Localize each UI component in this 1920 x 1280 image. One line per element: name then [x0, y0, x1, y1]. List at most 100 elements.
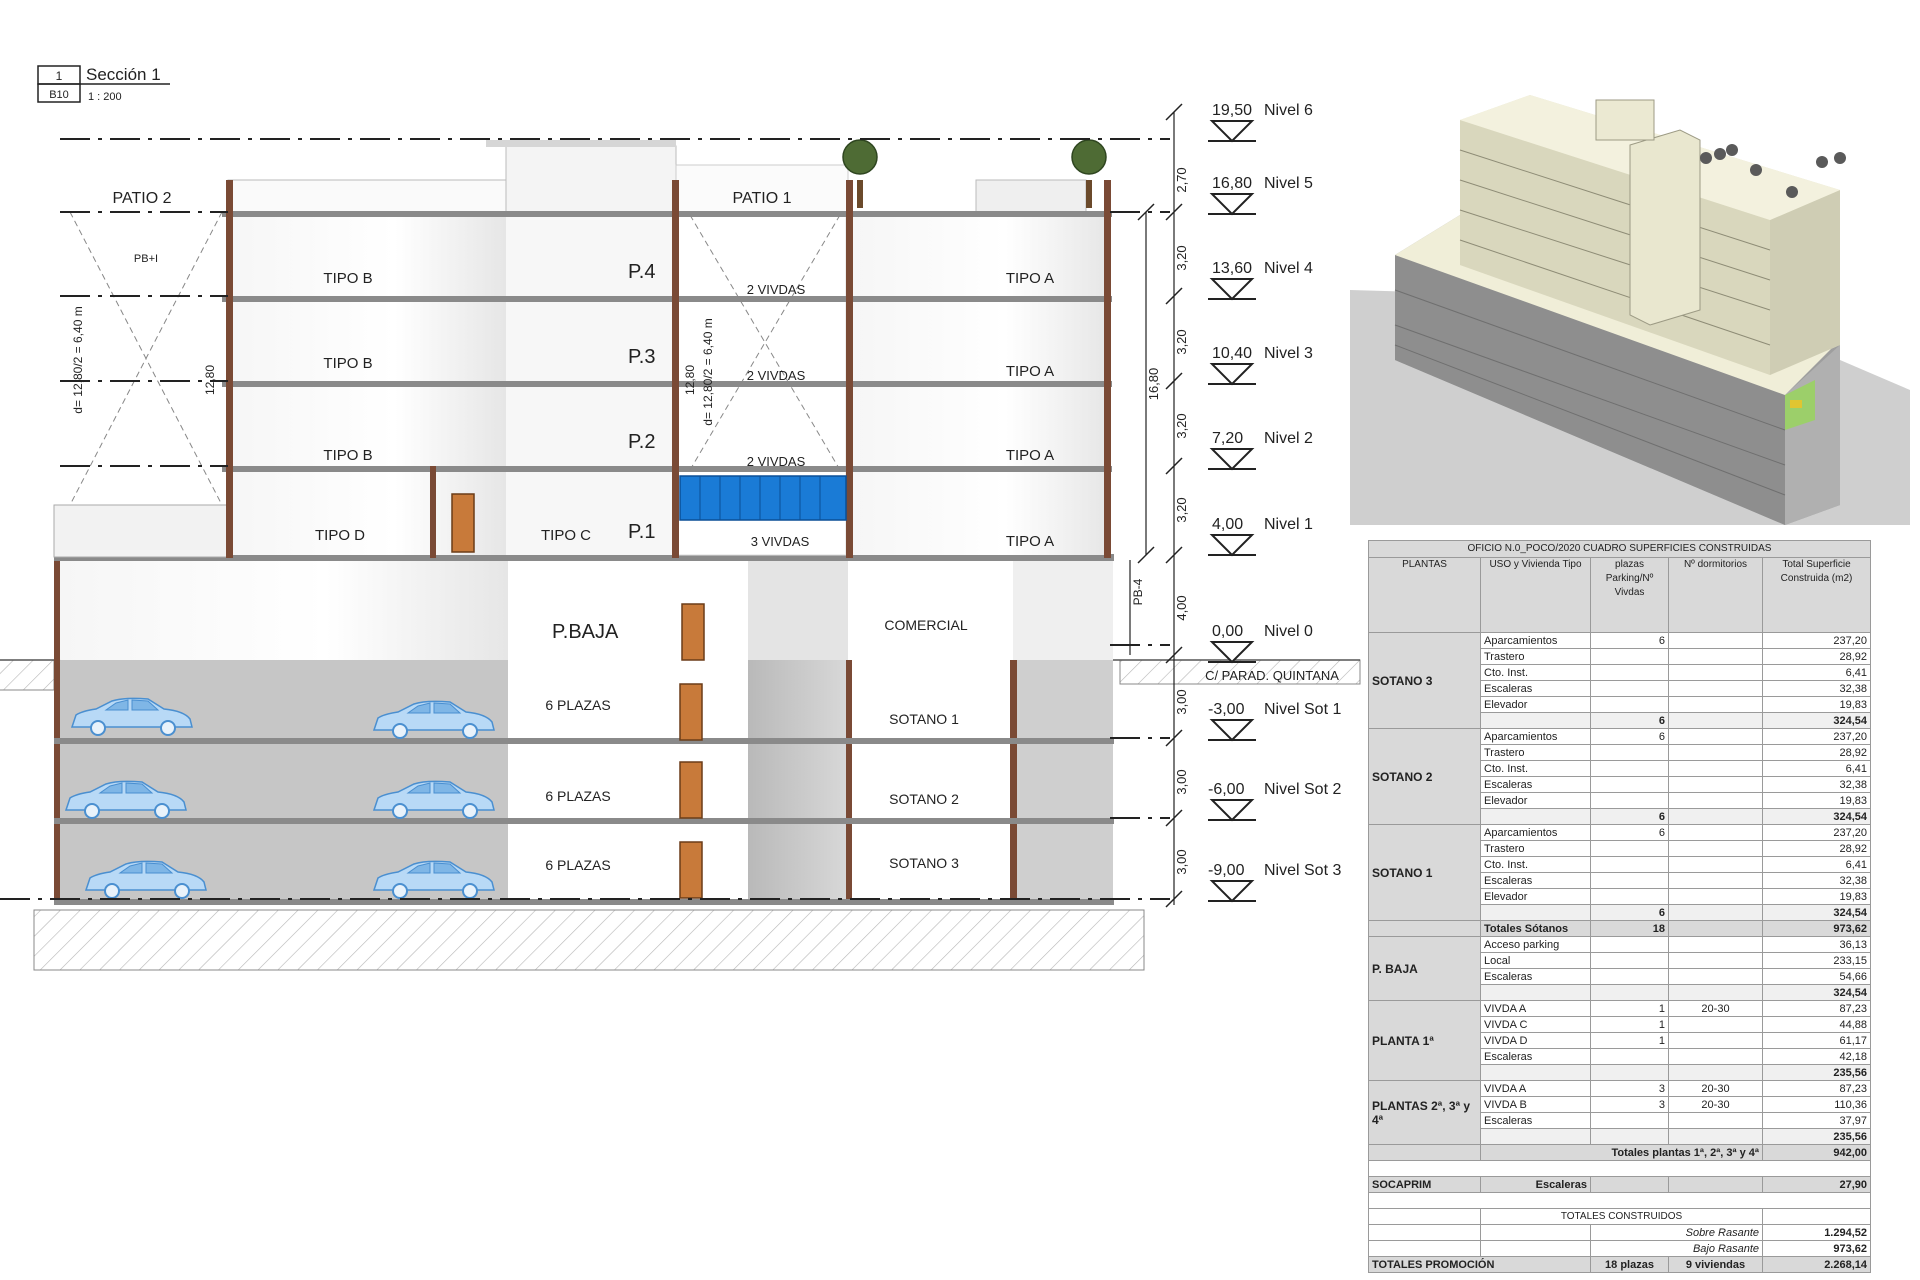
- dim-storey: 2,70: [1174, 167, 1189, 192]
- group-name: PLANTAS 2ª, 3ª y 4ª: [1368, 1080, 1481, 1145]
- cell: 6: [1590, 712, 1669, 729]
- cell: 42,18: [1761, 1048, 1872, 1065]
- level-elevation: 7,20: [1212, 430, 1243, 447]
- cell: Bajo Rasante: [1590, 1240, 1763, 1257]
- level-name: Nivel 4: [1264, 260, 1313, 277]
- cell: 6,41: [1761, 856, 1872, 873]
- level-marker-icon: [1207, 534, 1257, 556]
- cell: Trastero: [1480, 840, 1591, 857]
- cell: 1: [1590, 1032, 1669, 1049]
- level-name: Nivel 6: [1264, 102, 1313, 119]
- level-elevation: 4,00: [1212, 516, 1243, 533]
- cell: 235,56: [1761, 1128, 1872, 1145]
- table-row: SOTANO 1 Aparcamientos 6 237,20: [1368, 824, 1872, 921]
- cell: 973,62: [1761, 920, 1872, 937]
- cell: 3: [1590, 1096, 1669, 1113]
- level-marker-icon: [1207, 278, 1257, 300]
- patio2-diagram: d= 12,80/2 = 6,40 m 12,80 d= 12,80/2 = 6…: [69, 211, 715, 506]
- cell: Cto. Inst.: [1480, 760, 1591, 777]
- cell: 237,20: [1761, 824, 1872, 841]
- door: [679, 841, 703, 899]
- dim-storey: 3,20: [1174, 497, 1189, 522]
- cell: VIVDA C: [1480, 1016, 1591, 1033]
- tipo-label: TIPO A: [1006, 270, 1054, 287]
- cell: 942,00: [1761, 1144, 1872, 1161]
- cell: 6: [1590, 824, 1669, 841]
- cell: 6: [1590, 632, 1669, 649]
- cell: 54,66: [1761, 968, 1872, 985]
- dim-storey: 3,20: [1174, 329, 1189, 354]
- cell: 6,41: [1761, 760, 1872, 777]
- door: [679, 683, 703, 741]
- total-row: TOTALES PROMOCIÓN 18 plazas 9 viviendas …: [1368, 1256, 1872, 1273]
- sotano-label: SOTANO 3: [889, 855, 959, 871]
- cell: 32,38: [1761, 680, 1872, 697]
- subtotal-row: 235,56: [1369, 1128, 1872, 1145]
- level-marker-icon: [1207, 880, 1257, 902]
- plazas-label: 6 PLAZAS: [545, 857, 610, 873]
- cell: 324,54: [1761, 904, 1872, 921]
- level-name: Nivel Sot 3: [1264, 862, 1341, 879]
- level-elevation: -3,00: [1208, 701, 1245, 718]
- cell: Escaleras: [1480, 1112, 1591, 1129]
- cell: 9 viviendas: [1668, 1256, 1763, 1273]
- section-title: Sección 1: [86, 65, 161, 84]
- level-elevation: 19,50: [1212, 102, 1252, 119]
- cell: 36,13: [1761, 936, 1872, 953]
- surfaces-table: OFICIO N.0_POCO/2020 CUADRO SUPERFICIES …: [1367, 540, 1872, 1280]
- cell: SOCAPRIM: [1368, 1176, 1481, 1193]
- cell: Escaleras: [1480, 872, 1591, 889]
- cell: 20-30: [1668, 1080, 1763, 1097]
- cell: 20-30: [1668, 1096, 1763, 1113]
- axonometric-view: [1350, 88, 1910, 528]
- table-row: SOCAPRIM Escaleras 27,90: [1368, 1176, 1872, 1193]
- cell: Aparcamientos: [1480, 632, 1591, 649]
- ground-floor: P.BAJA COMERCIAL: [54, 554, 1114, 661]
- dim-storey: 4,00: [1174, 595, 1189, 620]
- cell: Acceso parking: [1480, 936, 1591, 953]
- level-name: Nivel Sot 2: [1264, 781, 1341, 798]
- cell: Cto. Inst.: [1480, 856, 1591, 873]
- col-header: USO y Vivienda Tipo: [1480, 557, 1591, 633]
- patio-height: 12,80: [203, 365, 217, 395]
- viviendas-label: 2 VIVDAS: [747, 368, 806, 383]
- patio-height: 12,80: [683, 365, 697, 395]
- level-marker-icon: [1207, 448, 1257, 470]
- plazas-label: 6 PLAZAS: [545, 697, 610, 713]
- cell: [1668, 632, 1763, 649]
- cell: Escaleras: [1480, 968, 1591, 985]
- cell: 973,62: [1761, 1240, 1872, 1257]
- cell: 1.294,52: [1761, 1224, 1872, 1241]
- dim-total: 16,80: [1146, 368, 1161, 401]
- group-name: SOTANO 1: [1368, 824, 1481, 921]
- pb-plus-label: PB+I: [134, 253, 158, 265]
- cell: 3: [1590, 1080, 1669, 1097]
- level-marker-icon: [1207, 193, 1257, 215]
- cell: 87,23: [1761, 1000, 1872, 1017]
- table-title: OFICIO N.0_POCO/2020 CUADRO SUPERFICIES …: [1367, 540, 1872, 558]
- table-row: Bajo Rasante 973,62: [1368, 1240, 1872, 1257]
- col-header: Nº dormitorios: [1668, 557, 1763, 633]
- group-name: SOTANO 2: [1368, 728, 1481, 825]
- section-scale: 1 : 200: [88, 91, 122, 103]
- cell: Escaleras: [1480, 680, 1591, 697]
- cell: Totales plantas 1ª, 2ª, 3ª y 4ª: [1480, 1144, 1763, 1161]
- cell: 110,36: [1761, 1096, 1872, 1113]
- cell: 237,20: [1761, 728, 1872, 745]
- door: [679, 761, 703, 819]
- cell: Escaleras: [1480, 1176, 1591, 1193]
- plazas-label: 6 PLAZAS: [545, 788, 610, 804]
- tipo-label: TIPO C: [541, 527, 591, 544]
- cell: 61,17: [1761, 1032, 1872, 1049]
- level-elevation: -6,00: [1208, 781, 1245, 798]
- cell: 28,92: [1761, 648, 1872, 665]
- dim-storey: 3,20: [1174, 413, 1189, 438]
- level-marker-icon: [1207, 120, 1257, 142]
- dim-basement: 3,00: [1174, 689, 1189, 714]
- sotano-label: SOTANO 2: [889, 791, 959, 807]
- cell: 2.268,14: [1761, 1256, 1872, 1273]
- tree-icon: [1071, 139, 1107, 208]
